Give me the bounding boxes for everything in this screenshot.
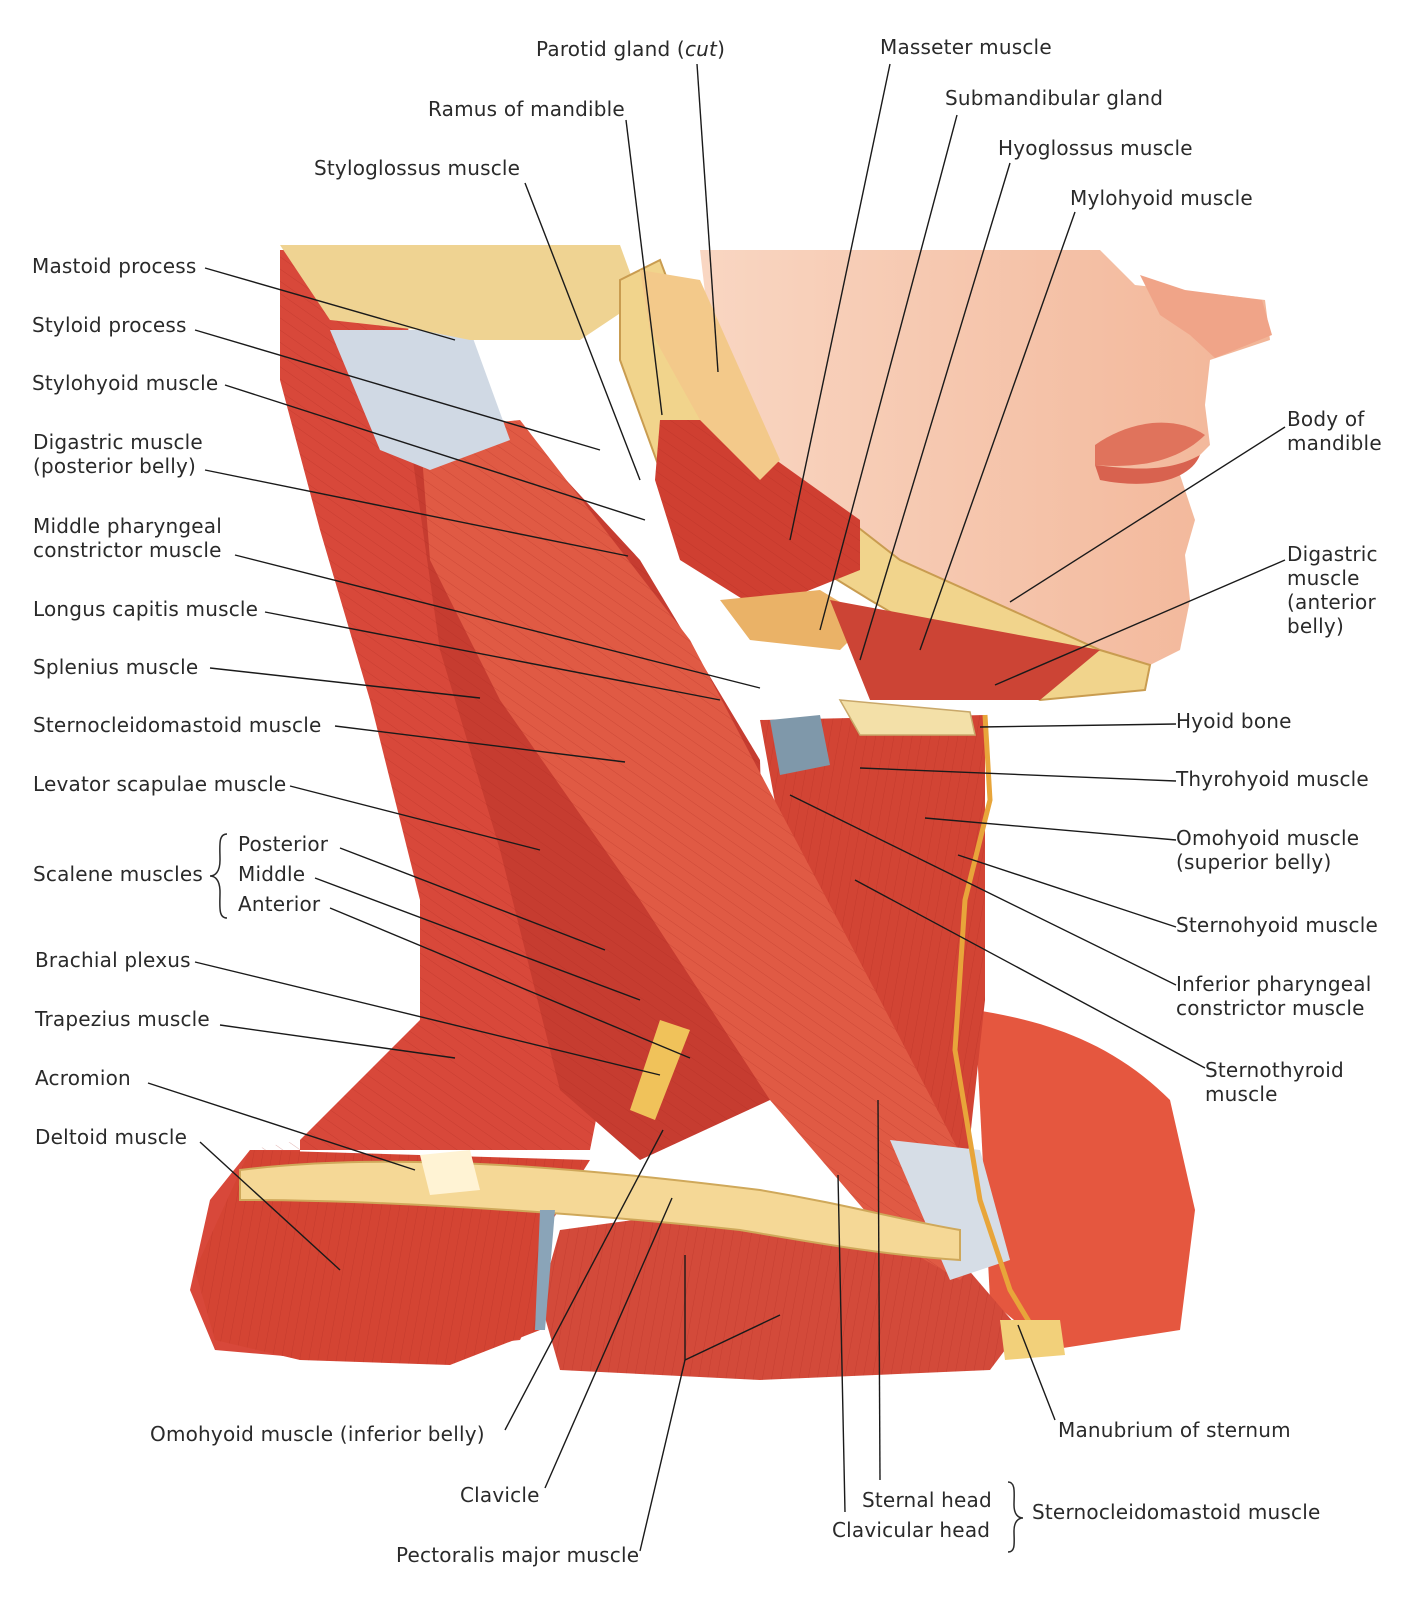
label-styloid: Styloid process [32,313,187,337]
label-hyoglossus: Hyoglossus muscle [998,136,1193,160]
thyroid-cartilage [770,715,830,775]
label-brachial-plexus: Brachial plexus [35,948,191,972]
label-masseter: Masseter muscle [880,35,1052,59]
label-ramus: Ramus of mandible [428,97,625,121]
label-stylohyoid: Stylohyoid muscle [32,371,219,395]
label-scalene: Scalene muscles [33,862,204,886]
label-omohyoid-inferior: Omohyoid muscle (inferior belly) [150,1422,485,1446]
nose [1140,275,1272,358]
label-styloglossus: Styloglossus muscle [314,156,521,180]
label-deltoid: Deltoid muscle [35,1125,188,1149]
label-clavicular-head: Clavicular head [832,1518,991,1542]
label-hyoid: Hyoid bone [1176,709,1292,733]
scm-tendon-upper [330,330,510,470]
label-sternal-head: Sternal head [862,1488,992,1512]
label-parotid-gland: Parotid gland (cut) [536,37,726,61]
label-scalene-middle: Middle [238,862,306,886]
label-levator-scapulae: Levator scapulae muscle [33,772,287,796]
label-thyrohyoid: Thyrohyoid muscle [1176,767,1369,791]
acromion-shape [420,1150,480,1195]
label-parotid-cut: cut [684,37,718,61]
clavicle-shape [239,1160,961,1262]
label-mastoid: Mastoid process [32,254,197,278]
label-digastric-posterior: Digastric muscle (posterior belly) [33,430,203,478]
scm-tendon-lower [890,1140,1010,1280]
label-body-mandible: Body of mandible [1287,407,1382,455]
leader-lines [147,63,1286,1552]
brachial-plexus-shape [630,1020,690,1120]
label-submandibular: Submandibular gland [945,86,1164,110]
label-scm-bottom: Sternocleidomastoid muscle [1032,1500,1321,1524]
label-inferior-pharyngeal: Inferior pharyngeal constrictor muscle [1176,972,1372,1020]
label-pectoralis: Pectoralis major muscle [396,1543,640,1567]
label-omohyoid-superior: Omohyoid muscle (superior belly) [1176,826,1360,874]
floor-mouth [830,600,1100,700]
subclavian-vein [535,1210,555,1330]
label-scalene-anterior: Anterior [238,892,321,916]
manubrium-shape [1000,1320,1065,1360]
label-splenius: Splenius muscle [33,655,199,679]
anterior-jugular [952,714,1043,1342]
label-middle-pharyngeal: Middle pharyngeal constrictor muscle [33,514,222,562]
label-mylohyoid: Mylohyoid muscle [1070,186,1253,210]
label-sternothyroid: Sternothyroid muscle [1205,1058,1344,1106]
label-acromion: Acromion [35,1066,131,1090]
mastoid-bone [280,245,640,340]
label-digastric-anterior: Digastric muscle (anterior belly) [1287,542,1378,638]
label-trapezius: Trapezius muscle [35,1007,210,1031]
chest-skin [975,1010,1195,1350]
label-clavicle: Clavicle [460,1483,540,1507]
scm-brace [1007,1481,1024,1553]
hyoid-shape [838,699,976,736]
label-sternohyoid: Sternohyoid muscle [1176,913,1379,937]
label-scalene-posterior: Posterior [238,832,329,856]
label-longus-capitis: Longus capitis muscle [33,597,259,621]
parotid-shape [640,270,780,480]
label-sternocleidomastoid: Sternocleidomastoid muscle [33,713,322,737]
label-manubrium: Manubrium of sternum [1058,1418,1291,1442]
lips [1095,422,1205,466]
face-skin [700,250,1270,665]
scalene-brace [209,833,228,919]
